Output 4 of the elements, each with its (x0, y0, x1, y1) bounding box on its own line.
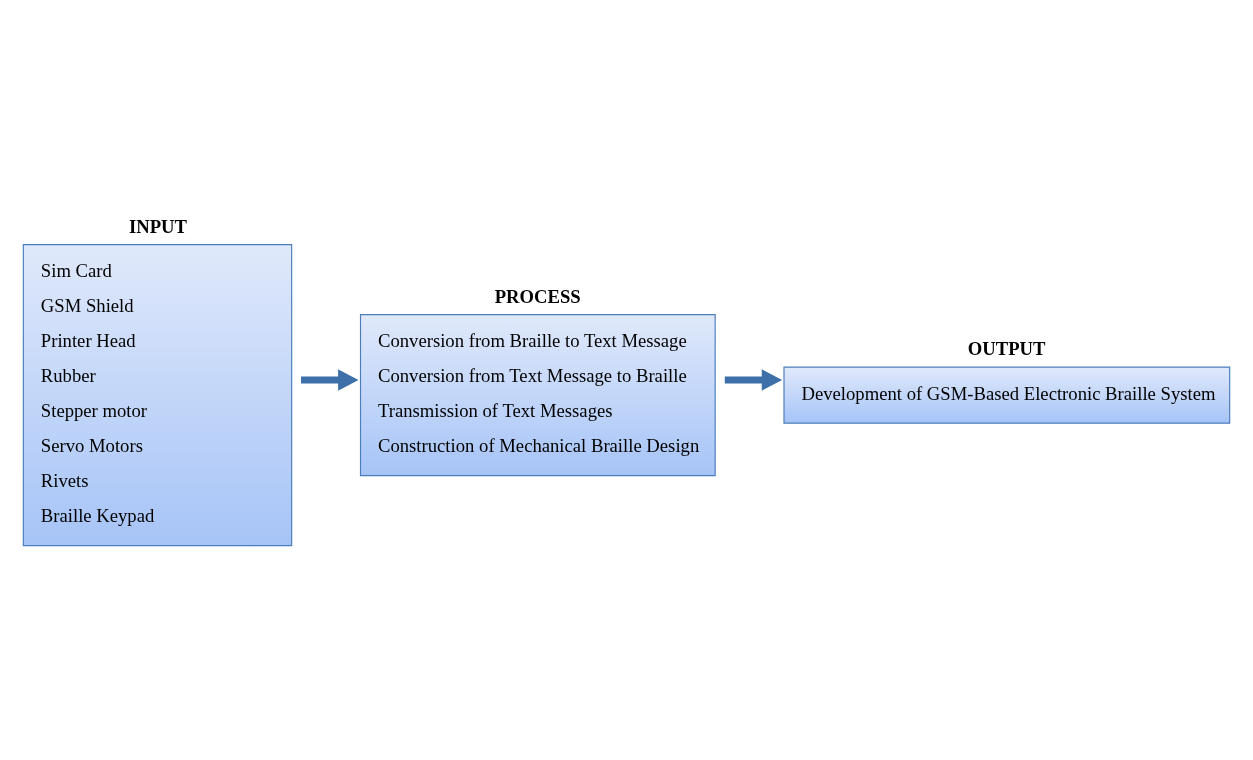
node-label: OUTPUT (967, 338, 1046, 360)
arrow (724, 369, 783, 391)
node-label: INPUT (128, 215, 187, 237)
node-label: PROCESS (494, 285, 581, 307)
